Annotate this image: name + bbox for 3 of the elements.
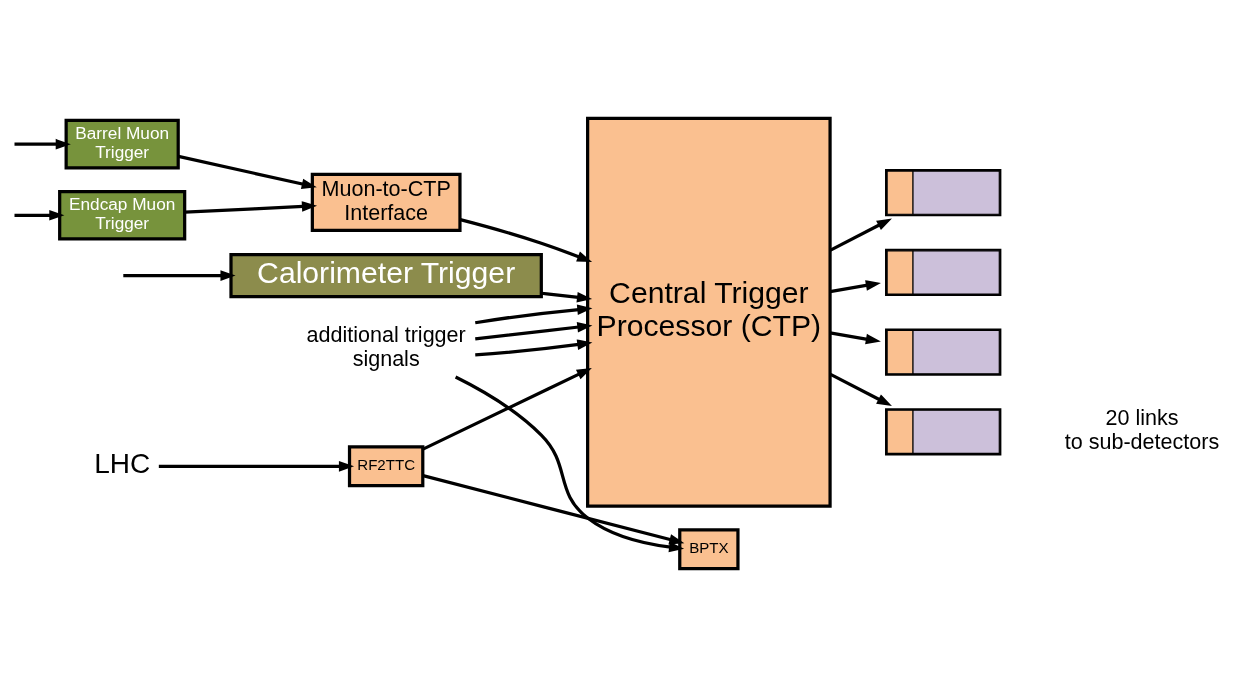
- label: 20 links to sub-detectors: [1064, 406, 1220, 455]
- node-text: LHC: [94, 448, 151, 480]
- node-text: additional trigger signals: [306, 323, 466, 372]
